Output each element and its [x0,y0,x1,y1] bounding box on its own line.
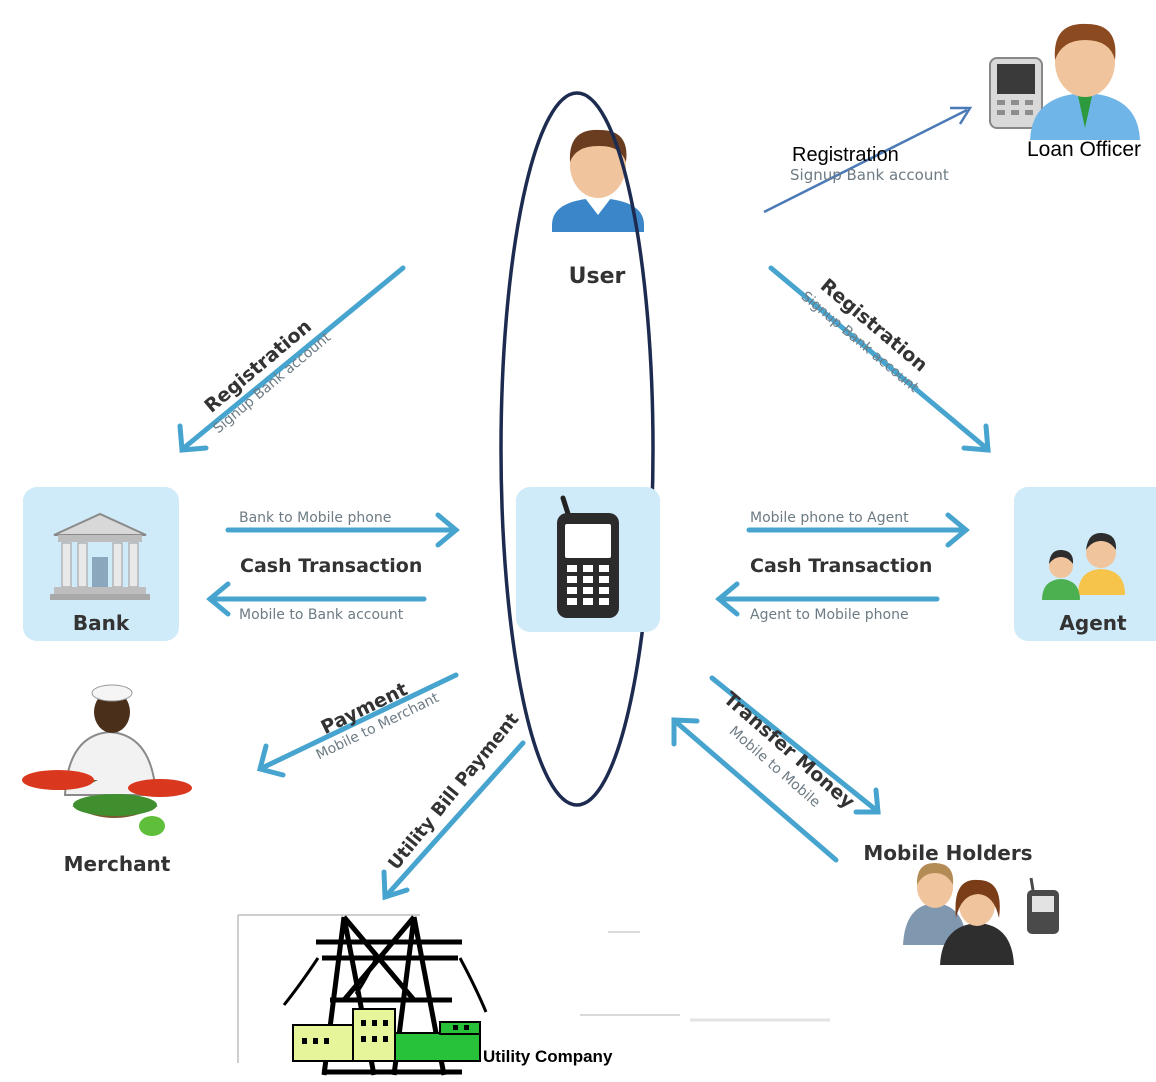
power-tower-icon [282,915,488,1076]
bank-to-mobile-arrowhead [435,512,460,548]
agent-registration-edge: Registration Signup Bank account [768,265,991,453]
utility-payment-edge: Utility Bill Payment [381,709,526,901]
bank-to-mobile-label: Bank to Mobile phone [239,510,391,526]
payment-arrow [259,672,459,771]
utility-company-label: Utility Company [483,1047,613,1066]
agent-to-mobile-label: Agent to Mobile phone [750,607,909,623]
transfer-out-arrow [709,675,879,813]
payment-arrowhead [256,743,286,778]
loan-officer-node: Loan Officer [989,23,1141,161]
bank-registration-edge: Registration Signup Bank account [177,265,406,453]
payment-edge: Payment Mobile to Merchant [256,672,459,778]
mobile-phone-icon [557,495,619,618]
transfer-in-arrow [673,719,839,863]
bank-icon [50,512,150,600]
user-icon [552,129,644,232]
utility-company-node: Utility Company [237,914,830,1076]
utility-arrow [384,740,526,898]
loan-officer-label: Loan Officer [1027,138,1141,161]
bank-mobile-edge: Bank to Mobile phone Cash Transaction Mo… [206,510,460,623]
merchant-node: Merchant [22,684,192,876]
mobile-to-bank-label: Mobile to Bank account [239,607,404,623]
bank-label: Bank [73,611,130,635]
loan-officer-registration-edge: Registration Signup Bank account [763,106,973,214]
loan-officer-arrow [763,108,968,214]
user-label: User [569,264,626,289]
transfer-in-arrowhead [671,717,700,747]
transfer-title: Transfer Money [719,688,859,814]
agent-node: Agent [1014,487,1156,641]
utility-frame [237,914,830,1063]
small-phone-icon [1027,877,1059,934]
mobile-to-agent-label: Mobile phone to Agent [750,510,909,526]
mobile-phone-node [516,487,660,632]
mobile-holders-node: Mobile Holders [863,841,1059,965]
agent-to-mobile-arrowhead [715,581,740,617]
loan-officer-icon [1030,23,1140,140]
transfer-money-edge: Transfer Money Mobile to Mobile [671,675,881,863]
bank-node: Bank [23,487,179,641]
loan-officer-arrowhead [950,106,973,125]
utility-title: Utility Bill Payment [384,709,523,874]
agent-reg-arrowhead [961,423,991,453]
agent-reg-arrow [768,265,988,450]
merchant-icon [22,684,192,836]
handset-icon [989,57,1043,129]
loan-officer-reg-sub: Signup Bank account [790,166,949,184]
agent-label: Agent [1059,611,1127,635]
central-ellipse [499,91,655,807]
factory-icon [292,1008,481,1062]
merchant-label: Merchant [64,852,171,876]
mobile-to-agent-arrowhead [945,512,970,548]
user-node: User [552,129,644,289]
mobile-holders-label: Mobile Holders [863,841,1032,865]
mobile-holders-icon [903,862,1014,965]
mobile-agent-edge: Mobile phone to Agent Cash Transaction A… [715,510,970,623]
bank-reg-arrowhead [177,423,209,453]
bank-cash-label: Cash Transaction [240,555,422,577]
mobile-to-bank-arrowhead [206,581,231,617]
utility-arrowhead [381,869,410,901]
transfer-out-arrowhead [853,787,881,815]
agent-icon [1042,532,1125,600]
loan-officer-reg-title: Registration [792,144,899,166]
bank-reg-arrow [182,265,406,450]
agent-tile [1014,487,1156,641]
agent-cash-label: Cash Transaction [750,555,932,577]
